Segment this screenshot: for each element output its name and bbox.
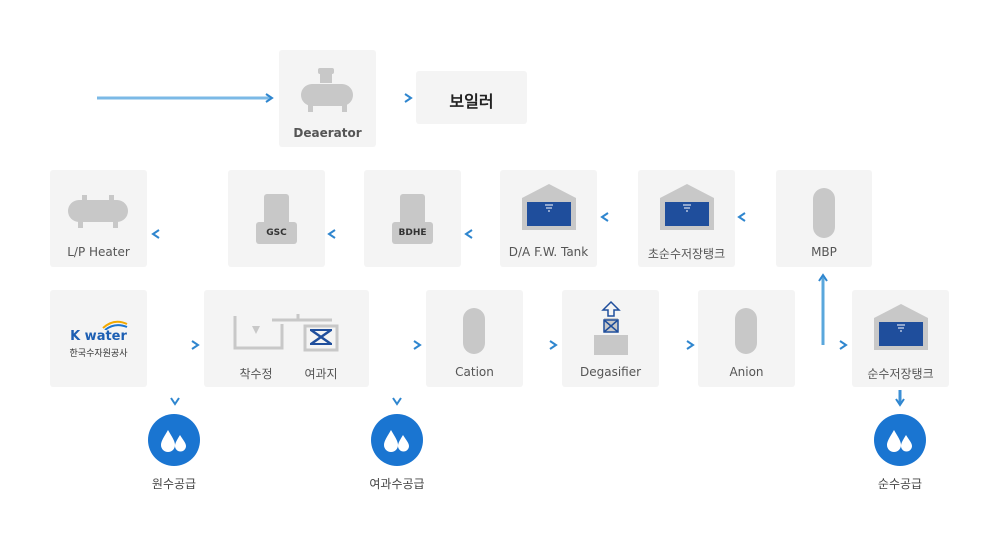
water-drop-icon (384, 430, 409, 452)
storage-tank-icon (874, 304, 928, 350)
mbp-label: MBP (811, 245, 837, 259)
node-cation: Cation (426, 290, 523, 387)
intake-filter-icon (233, 314, 339, 352)
anion-column-icon (735, 308, 757, 354)
node-pure-tank: 순수저장탱크 (852, 290, 949, 387)
anion-label: Anion (729, 365, 764, 379)
bdhe-column-icon (400, 194, 425, 222)
arrow-anion-to-pure-and-mbp (801, 273, 848, 350)
deaerator-label: Deaerator (293, 126, 362, 140)
filtered-water-supply-circle (371, 414, 423, 466)
node-mbp: MBP (776, 170, 872, 267)
kwater-name: 한국수자원공사 (69, 349, 128, 359)
gsc-column-icon (264, 194, 289, 222)
node-anion: Anion (698, 290, 795, 387)
mbp-column-icon (813, 188, 835, 238)
node-degasifier: Degasifier (562, 290, 659, 387)
pure-tank-label: 순수저장탱크 (867, 367, 934, 381)
gsc-tag: GSC (256, 222, 297, 244)
degasifier-label: Degasifier (579, 365, 642, 379)
node-bdhe: BDHE (364, 170, 461, 267)
cation-label: Cation (455, 365, 494, 379)
lp-heater-label: L/P Heater (67, 245, 130, 259)
deaerator-tank-icon (301, 68, 353, 112)
raw-water-supply-circle (148, 414, 200, 466)
ultra-pure-tank-label: 초순수저장탱크 (647, 247, 726, 261)
arrow-filter-split (374, 340, 422, 406)
pure-water-supply-circle (874, 414, 926, 466)
storage-tank-icon (660, 184, 714, 230)
intake-label: 착수정 (239, 367, 273, 381)
da-tank-label: D/A F.W. Tank (508, 245, 589, 259)
kwater-logo (102, 320, 128, 330)
filter-label: 여과지 (304, 367, 338, 381)
cation-column-icon (463, 308, 485, 354)
kwater-logo-text: K water (70, 329, 127, 344)
node-lp-heater: L/P Heater (50, 170, 147, 267)
boiler-label: 보일러 (449, 92, 494, 111)
horizontal-tank-icon (68, 195, 128, 228)
node-boiler: 보일러 (416, 71, 527, 124)
degasifier-icon (594, 300, 628, 355)
node-da-tank: D/A F.W. Tank (500, 170, 597, 267)
node-kwater: K water 한국수자원공사 (50, 290, 147, 387)
raw-water-supply-label: 원수공급 (151, 477, 197, 491)
water-drop-icon (161, 430, 186, 452)
node-gsc: GSC (228, 170, 325, 267)
arrow-lp-to-deaerator (95, 93, 274, 168)
filtered-water-supply-label: 여과수공급 (369, 477, 425, 491)
node-deaerator: Deaerator (279, 50, 376, 147)
node-intake-filter: 착수정 여과지 (204, 290, 369, 387)
storage-tank-icon (522, 184, 576, 230)
water-drop-icon (887, 430, 912, 452)
pure-water-supply-label: 순수공급 (877, 477, 923, 491)
bdhe-tag: BDHE (392, 222, 433, 244)
node-ultra-pure-tank: 초순수저장탱크 (638, 170, 735, 267)
arrow-kwater-split (150, 340, 200, 406)
